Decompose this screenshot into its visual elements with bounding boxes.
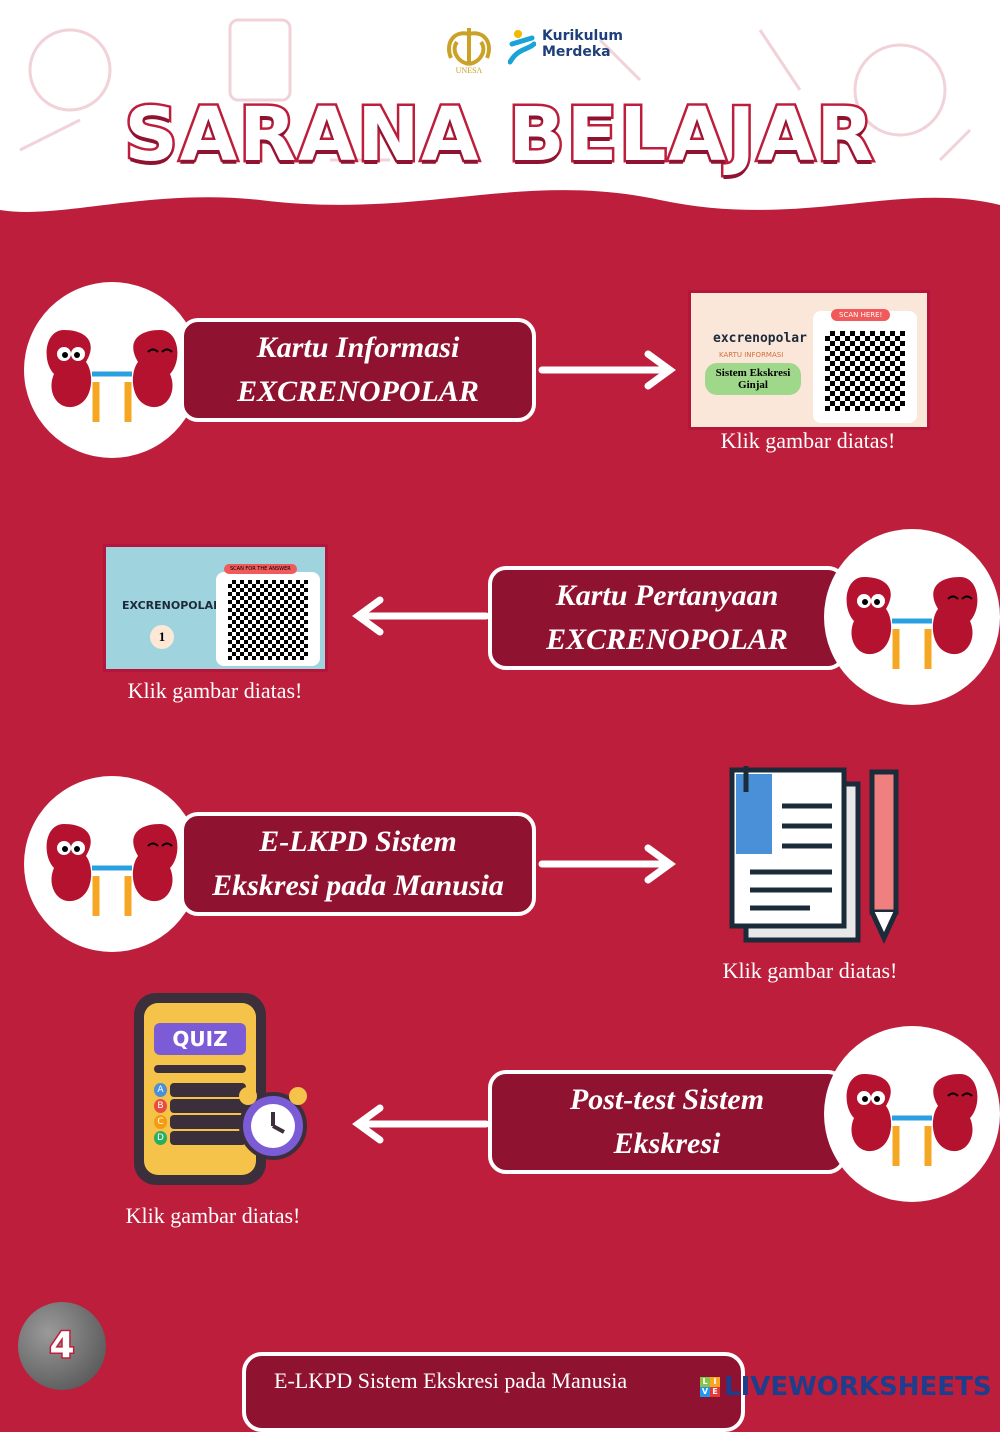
arrow-right-icon — [538, 350, 676, 390]
label-line: EXCRENOPOLAR — [237, 375, 479, 408]
qr-code: SCAN FOR THE ANSWER — [216, 564, 320, 666]
quiz-option: A — [154, 1083, 167, 1097]
kidney-mascot-icon — [24, 282, 200, 458]
alarm-clock-icon — [239, 1087, 307, 1160]
footer-title: E-LKPD Sistem Ekskresi pada Manusia — [242, 1352, 745, 1432]
kidney-mascot-icon — [24, 776, 200, 952]
page-title: SARANA BELAJAR — [122, 90, 876, 181]
card-topic: Sistem Ekskresi Ginjal — [705, 363, 801, 395]
label-line: Post-test Sistem — [569, 1083, 765, 1116]
page-number: 4 — [18, 1302, 106, 1390]
kidney-mascot-icon — [824, 529, 1000, 705]
label-line: Kartu Informasi — [256, 331, 460, 364]
caption: Klik gambar diatas! — [722, 958, 898, 983]
svg-text:UNESA: UNESA — [456, 66, 483, 74]
caption: Klik gambar diatas! — [720, 428, 896, 453]
quiz-title: QUIZ — [154, 1023, 246, 1055]
arrow-right-icon — [538, 844, 676, 884]
label-line: E-LKPD Sistem — [259, 825, 457, 858]
kartu-pertanyaan-card[interactable]: EXCRENOPOLAR 1 SCAN FOR THE ANSWER — [103, 544, 328, 672]
quiz-icon[interactable]: QUIZ A B C D — [134, 993, 266, 1185]
caption: Klik gambar diatas! — [127, 678, 303, 703]
quiz-option: B — [154, 1099, 167, 1113]
card-subtitle: KARTU INFORMASI — [719, 351, 784, 359]
card-badge: SCAN FOR THE ANSWER — [224, 564, 297, 574]
kidney-mascot-icon — [824, 1026, 1000, 1202]
card-brand: EXCRENOPOLAR — [122, 599, 222, 612]
label-line: Kartu Pertanyaan — [555, 579, 779, 612]
unesa-logo: UNESA — [443, 24, 495, 79]
quiz-option: D — [154, 1131, 167, 1145]
document-pencil-icon[interactable] — [726, 762, 902, 944]
arrow-left-icon — [352, 596, 490, 636]
card-badge: SCAN HERE! — [831, 309, 891, 321]
qr-code: SCAN HERE! — [813, 309, 917, 423]
caption: Klik gambar diatas! — [125, 1203, 301, 1228]
card-brand: excrenopolar — [713, 331, 807, 346]
kartu-informasi-card[interactable]: excrenopolar KARTU INFORMASI Sistem Eksk… — [688, 290, 930, 430]
label-line: Ekskresi — [613, 1127, 721, 1160]
label-line: EXCRENOPOLAR — [546, 623, 788, 656]
label-line: Ekskresi pada Manusia — [212, 869, 504, 902]
card-number: 1 — [150, 625, 174, 649]
quiz-option: C — [154, 1115, 167, 1129]
header-background — [0, 0, 1000, 212]
arrow-left-icon — [352, 1104, 490, 1144]
